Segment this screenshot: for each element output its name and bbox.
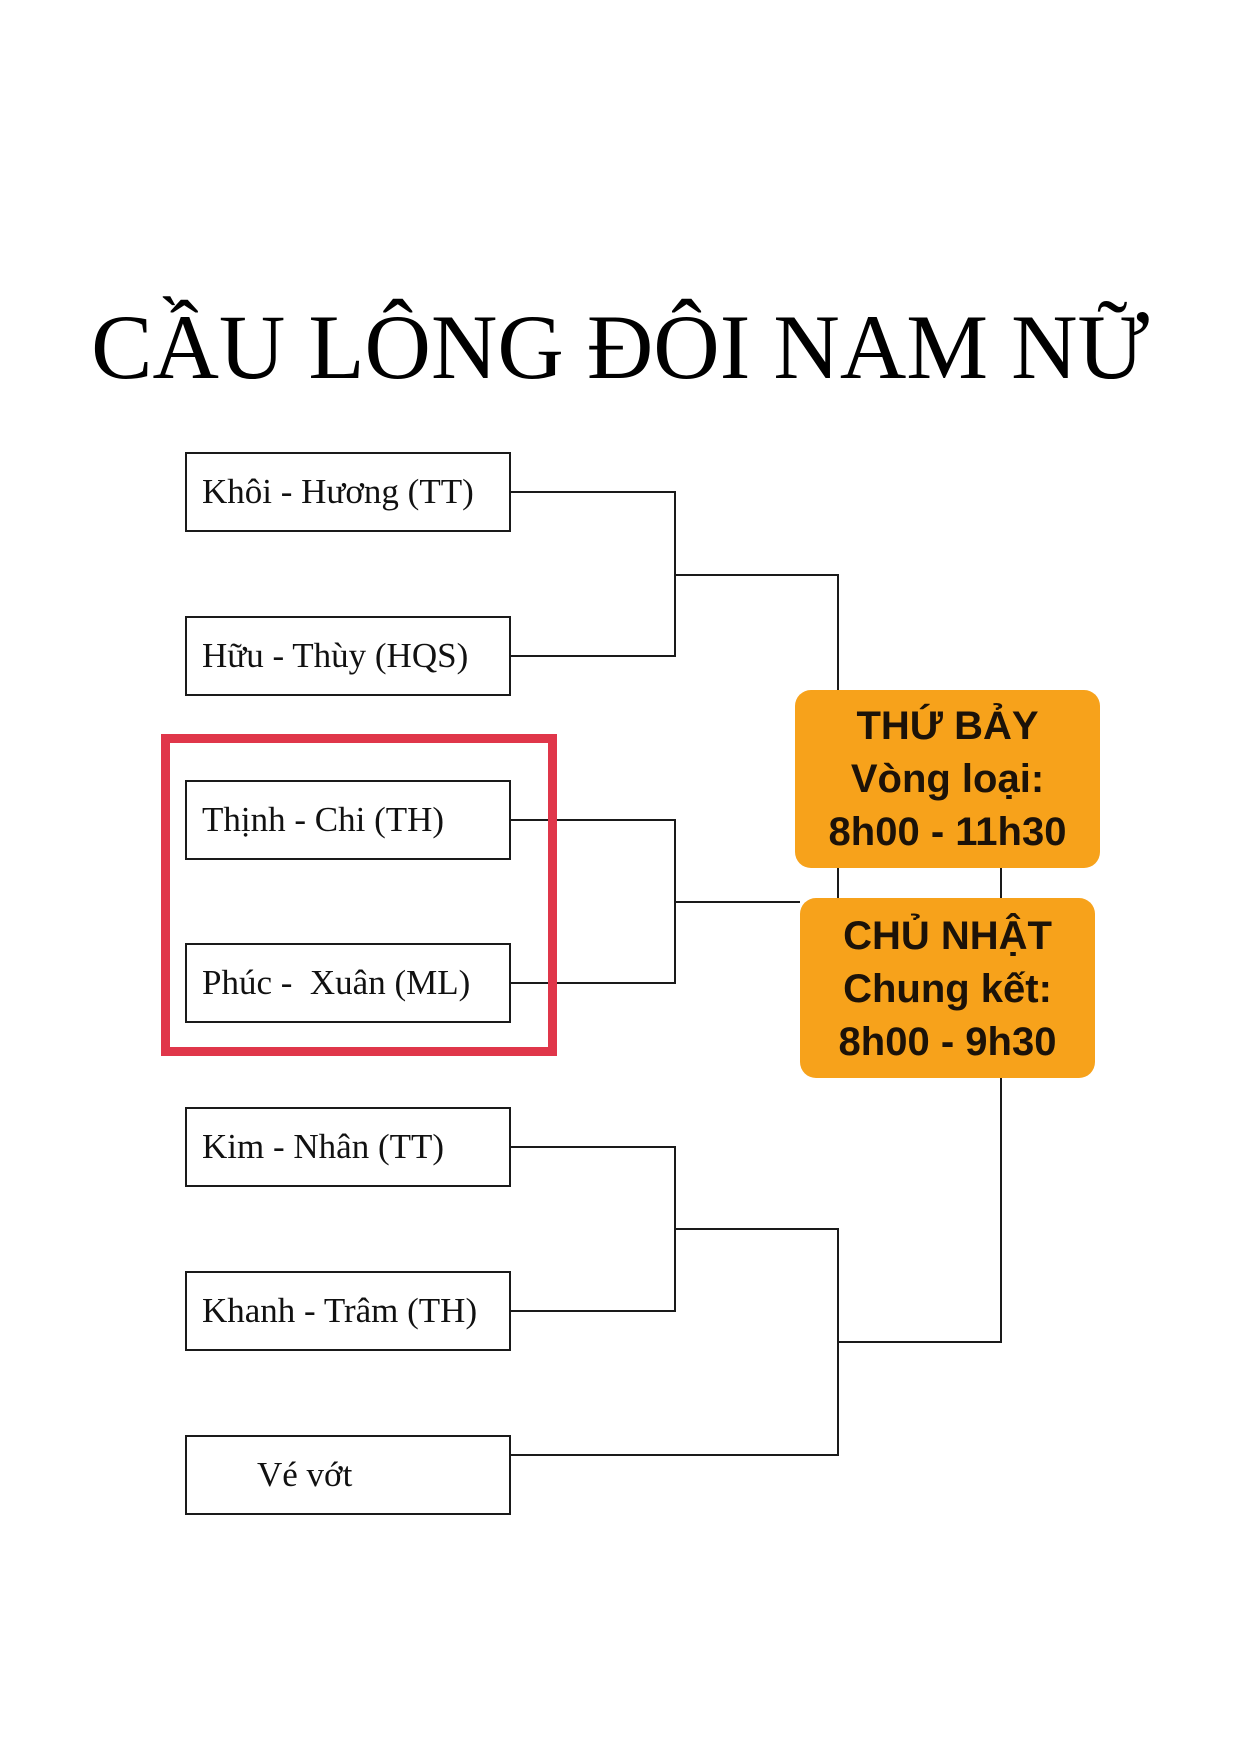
team-slot-2: Hữu - Thùy (HQS)	[185, 616, 511, 696]
team-slot-1: Khôi - Hương (TT)	[185, 452, 511, 532]
saturday-badge: THỨ BẢY Vòng loại: 8h00 - 11h30	[795, 690, 1100, 868]
team-slot-6: Khanh - Trâm (TH)	[185, 1271, 511, 1351]
highlight-box	[161, 734, 557, 1056]
team-slot-4: Phúc - Xuân (ML)	[185, 943, 511, 1023]
saturday-round: Vòng loại:	[850, 757, 1045, 801]
page-title: CẦU LÔNG ĐÔI NAM NỮ	[91, 296, 1149, 398]
sunday-round: Chung kết:	[843, 967, 1052, 1011]
saturday-day: THỨ BẢY	[856, 704, 1039, 748]
bracket-connector-1-2	[511, 491, 839, 690]
team-slot-7: Vé vớt	[185, 1435, 511, 1515]
bracket-connector-5-6	[511, 1146, 839, 1456]
team-slot-5: Kim - Nhân (TT)	[185, 1107, 511, 1187]
sunday-day: CHỦ NHẬT	[843, 914, 1052, 958]
sunday-time: 8h00 - 9h30	[838, 1020, 1057, 1064]
saturday-time: 8h00 - 11h30	[828, 810, 1067, 854]
bracket-connector-3-4	[511, 819, 800, 984]
team-slot-3: Thịnh - Chi (TH)	[185, 780, 511, 860]
sunday-badge: CHỦ NHẬT Chung kết: 8h00 - 9h30	[800, 898, 1095, 1078]
